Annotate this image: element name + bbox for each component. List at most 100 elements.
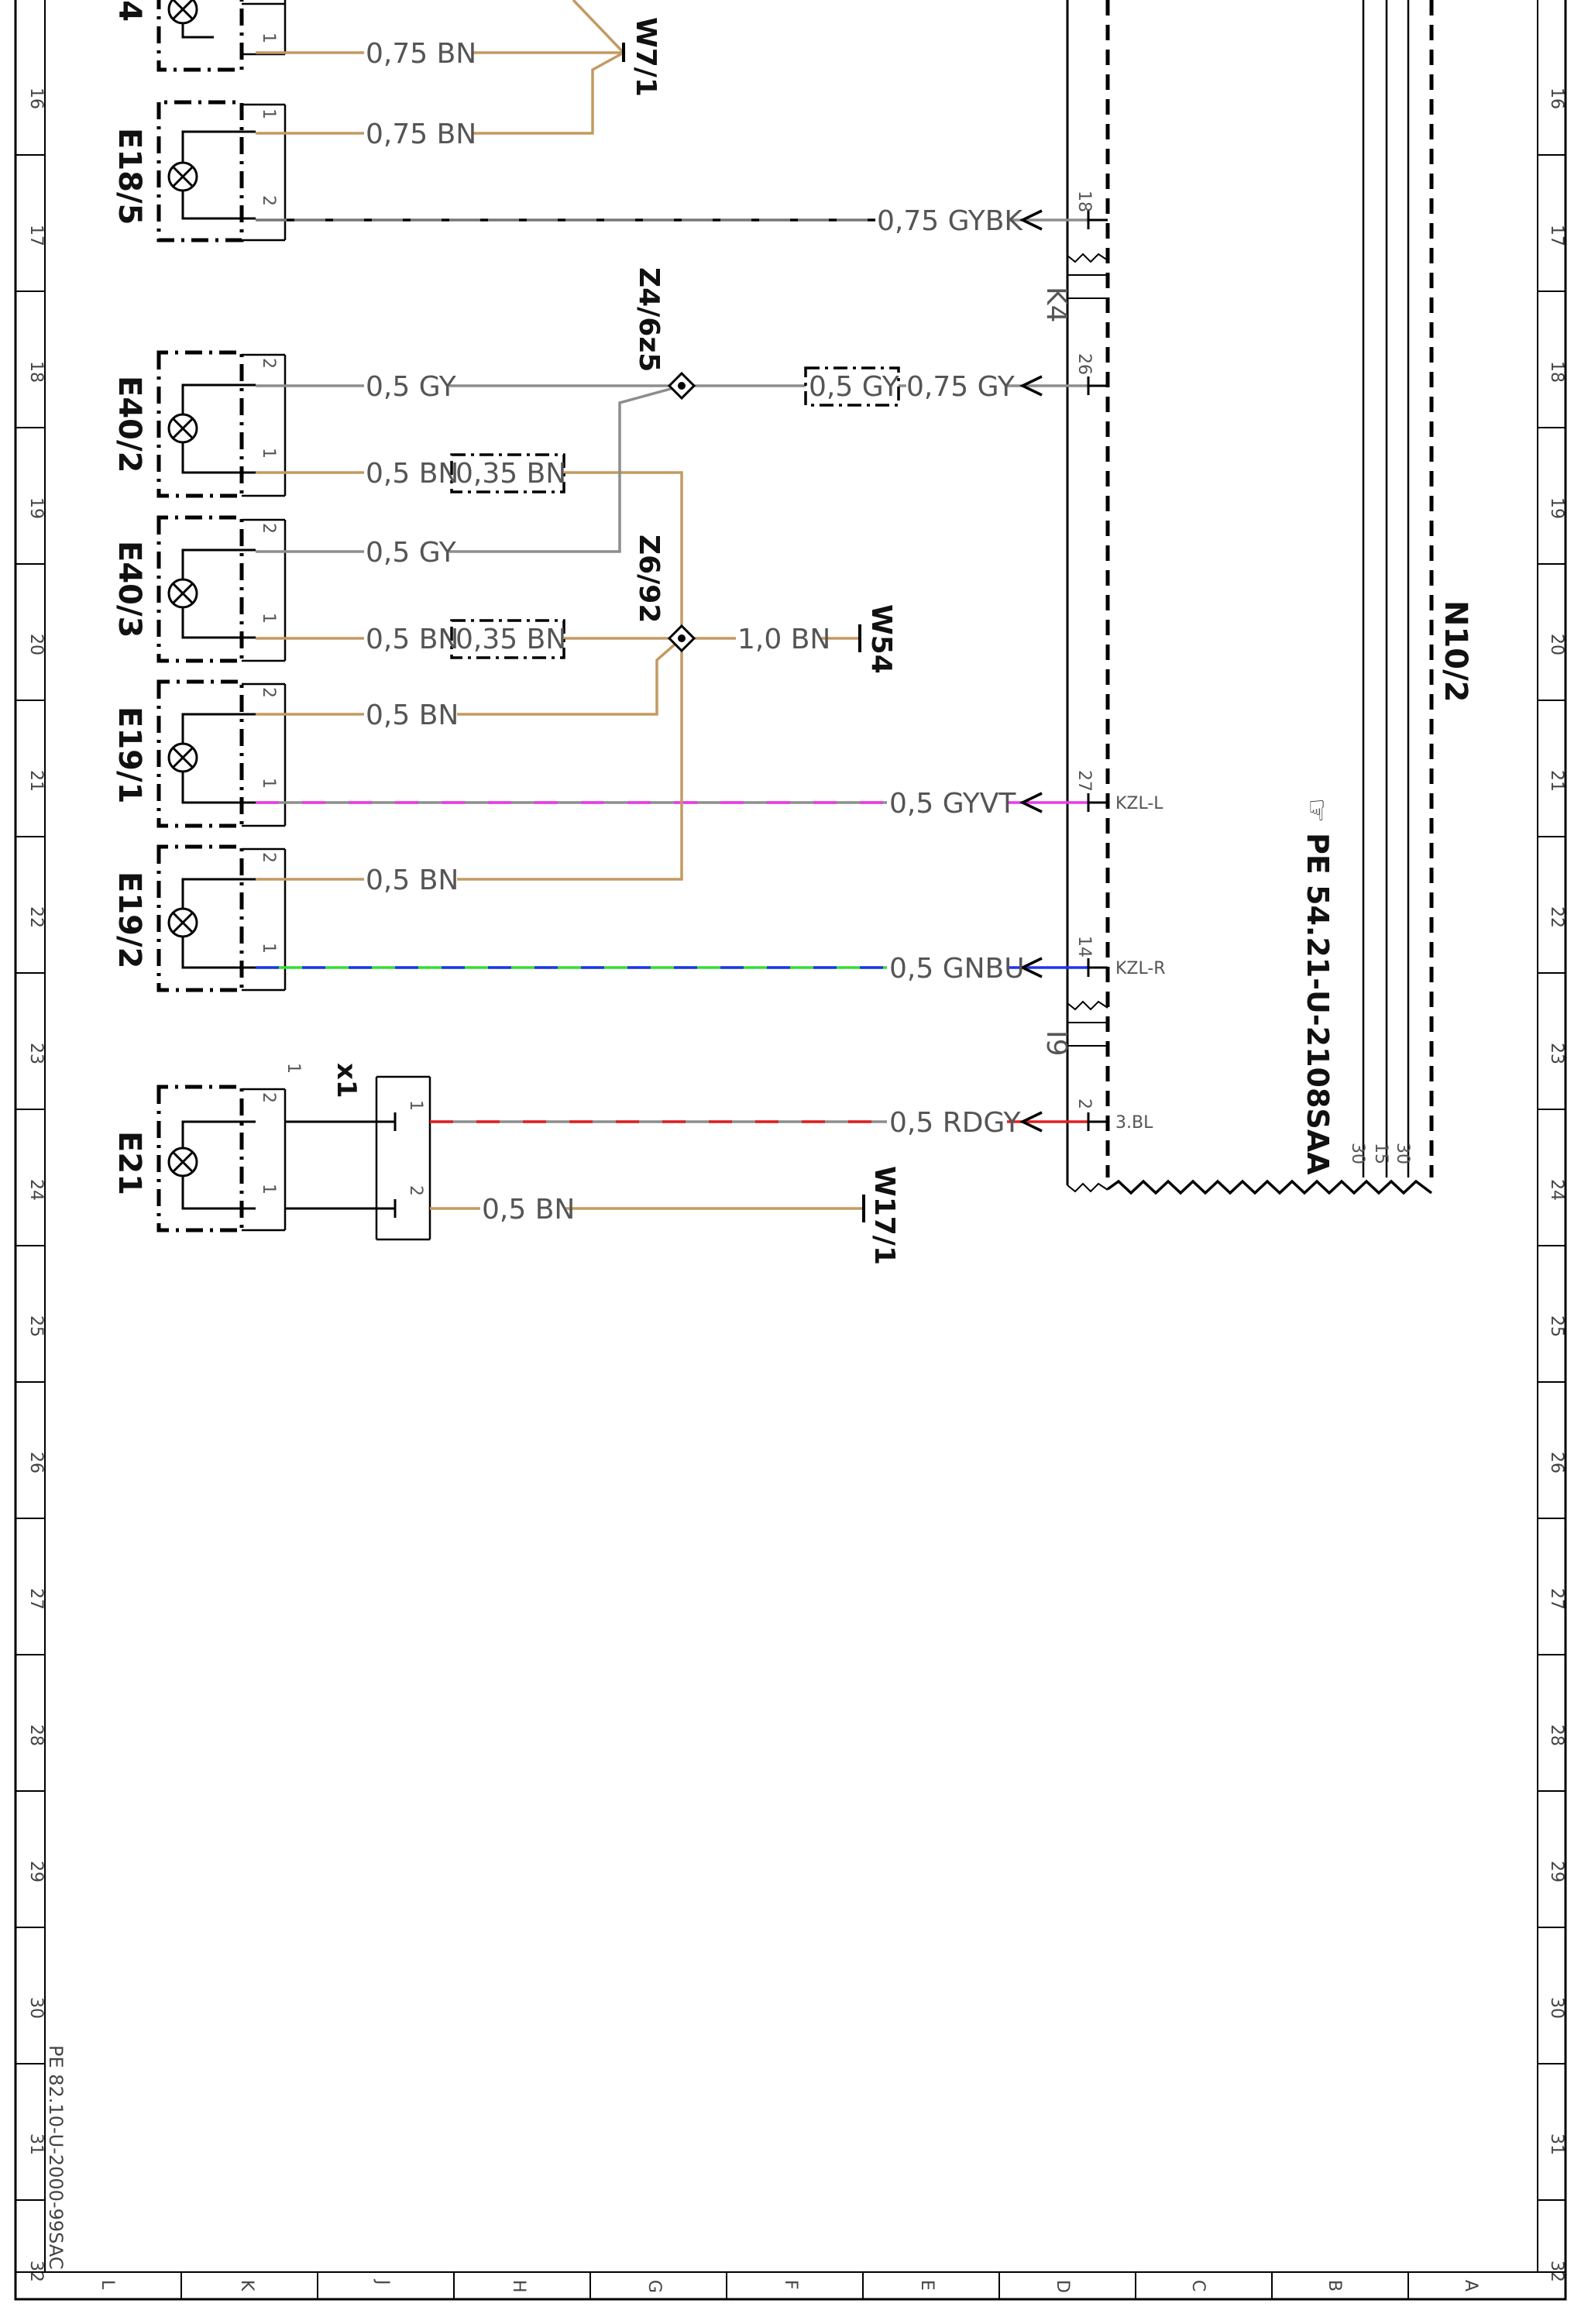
row-number: 21	[26, 770, 46, 792]
row-number: 18	[26, 361, 46, 383]
column-letter: A	[1461, 2280, 1480, 2291]
row-number: 25	[1547, 1315, 1566, 1337]
wire-label: 0,5 BN	[366, 458, 459, 490]
wire-label: 0,5 GYVT	[889, 788, 1016, 820]
row-number: 16	[26, 88, 46, 109]
connector-pin-27: 27 KZL-L	[1019, 770, 1163, 813]
signal-3-bl: 3.BL	[1115, 1113, 1153, 1133]
ground-label-w54: W54	[865, 604, 897, 674]
row-number: 24	[26, 1179, 46, 1201]
row-number: 23	[26, 1043, 46, 1064]
module-label-k4: K4	[1040, 287, 1072, 323]
signal-kzl-l: KZL-L	[1115, 794, 1163, 813]
wire-label: 1,0 BN	[737, 624, 830, 655]
wire-label: 0,5 GY	[809, 371, 900, 403]
wires	[256, 0, 1088, 1210]
wire-label: 0,35 BN	[455, 624, 566, 655]
pin-14: 14	[1074, 936, 1094, 957]
label-e40-2: E40/2	[112, 376, 147, 473]
label-e18-4: 18/4	[112, 0, 147, 22]
row-number: 24	[1547, 1179, 1566, 1201]
pin-18: 18	[1074, 191, 1094, 212]
pin-26: 26	[1074, 353, 1094, 375]
row-number: 17	[1547, 225, 1566, 246]
x1-pin-marker: 1	[284, 1063, 303, 1074]
row-number: 32	[1547, 2260, 1566, 2282]
row-number: 27	[26, 1588, 46, 1610]
label-e21: E21	[112, 1131, 147, 1195]
ground-w17-1: W17/1	[862, 1166, 900, 1265]
wire-label: 0,5 GY	[366, 371, 457, 403]
row-number: 23	[1547, 1043, 1566, 1064]
ground-w54: W54	[858, 604, 897, 674]
lamp-e18-4: 1 18/4	[112, 0, 287, 72]
column-letter: J	[373, 2278, 392, 2285]
connector-pin-2: 2 3.BL	[1019, 1098, 1153, 1133]
row-number: 32	[26, 2260, 46, 2282]
column-letter: L	[98, 2280, 117, 2290]
connector-pin-14: 14 KZL-R	[1019, 936, 1166, 978]
wire-label: 0,35 BN	[455, 458, 566, 490]
wire-label: 0,5 RDGY	[889, 1107, 1022, 1139]
column-letter: D	[1053, 2280, 1072, 2293]
wire-label: 0,75 BN	[366, 119, 476, 150]
row-number: 29	[26, 1861, 46, 1882]
row-number: 28	[26, 1724, 46, 1746]
column-letter: F	[781, 2280, 800, 2290]
wire-label: 0,5 BN	[366, 700, 459, 731]
lamp-e40-3: 2 1 E40/3	[112, 515, 287, 663]
row-number: 22	[1547, 906, 1566, 928]
row-number: 31	[1547, 2133, 1566, 2155]
wire-labels: 0,75 BN 0,75 BN 0,75 GYBK 0,5 GY 0,5 GY …	[366, 38, 1025, 1226]
row-number: 19	[26, 497, 46, 519]
row-number: 18	[1547, 361, 1566, 383]
pin-e18-5-1: 1	[259, 108, 278, 119]
signal-kzl-r: KZL-R	[1115, 959, 1166, 978]
label-e40-3: E40/3	[112, 541, 147, 638]
ground-label-w17-1: W17/1	[868, 1166, 900, 1265]
pin-x1-1: 1	[406, 1100, 425, 1111]
row-number: 31	[26, 2133, 46, 2155]
reference-note: ☞ PE 54.21-U-2108SAA	[1301, 798, 1335, 1175]
pin-e18-4-1: 1	[259, 33, 278, 43]
label-x1: x1	[331, 1063, 362, 1098]
row-number: 30	[26, 1997, 46, 2019]
pin-e40-3-1: 1	[259, 613, 278, 624]
pin-27: 27	[1074, 770, 1094, 792]
pin-e19-2-1: 1	[259, 943, 278, 954]
splice-label-z4-6z5: Z4/6z5	[633, 267, 665, 372]
reference-text: PE 54.21-U-2108SAA	[1301, 833, 1335, 1175]
pin-e19-1-1: 1	[259, 778, 278, 789]
row-number: 16	[1547, 88, 1566, 109]
column-letter: C	[1188, 2280, 1208, 2291]
wire-label: 0,5 GY	[366, 537, 457, 569]
drawing-frame	[14, 0, 1567, 2301]
pin-e18-5-2: 2	[259, 195, 278, 206]
lamp-e40-2: 2 1 E40/2	[112, 350, 287, 498]
pin-e19-1-2: 2	[259, 687, 278, 698]
pin-x1-2: 2	[406, 1185, 425, 1196]
row-number: 30	[1547, 1997, 1566, 2019]
row-number: 20	[26, 634, 46, 655]
wire-label: 0,75 GY	[906, 371, 1016, 403]
module-label-n10-2: N10/2	[1438, 600, 1473, 703]
wire-label: 0,5 BN	[366, 865, 459, 896]
terminal-30-right: 30	[1393, 1143, 1412, 1164]
ground-label-w7-1: W7/1	[630, 17, 662, 97]
splice-label-z6-92: Z6/92	[633, 535, 665, 623]
row-number: 25	[26, 1315, 46, 1337]
row-number: 17	[26, 225, 46, 246]
terminal-15: 15	[1371, 1143, 1390, 1164]
ground-w7-1: W7/1	[622, 17, 662, 97]
lamp-e18-5: 1 2 E18/5	[112, 100, 287, 242]
column-letter: B	[1325, 2280, 1344, 2291]
pin-e40-3-2: 2	[259, 523, 278, 534]
pointing-hand-icon: ☞	[1301, 798, 1332, 823]
module-n10-2: N10/2 K4 I9 30 15 30	[1040, 0, 1473, 1195]
row-number: 19	[1547, 497, 1566, 519]
pin-e21-1: 1	[259, 1184, 278, 1195]
module-label-i9: I9	[1040, 1030, 1072, 1057]
wire-label: 0,5 BN	[366, 624, 459, 655]
pin-e19-2-2: 2	[259, 852, 278, 863]
row-number: 22	[26, 906, 46, 928]
